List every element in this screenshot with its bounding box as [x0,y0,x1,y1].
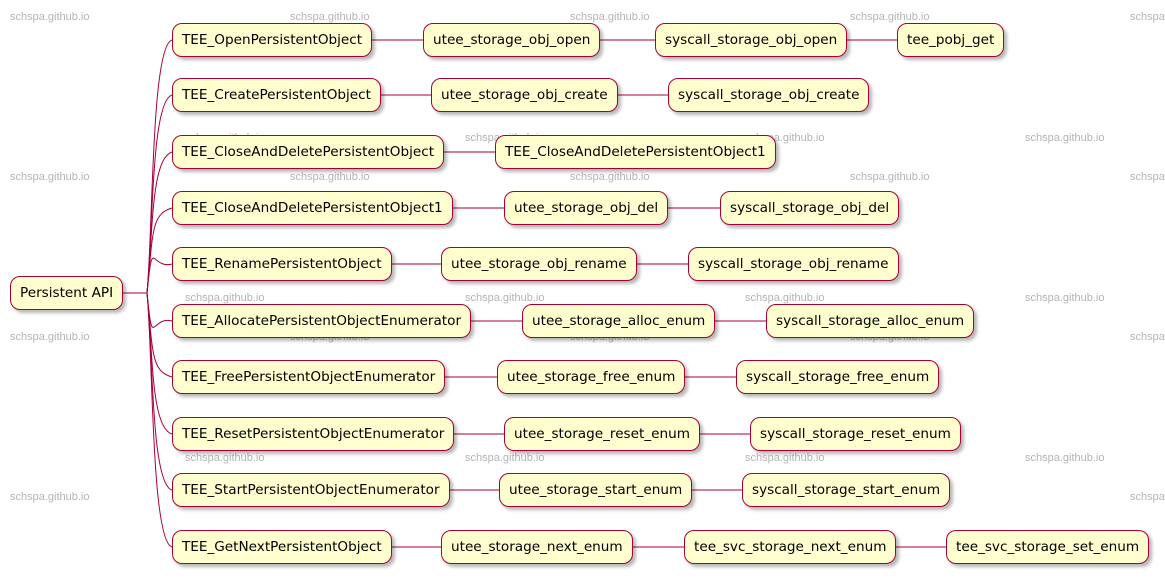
watermark-text: schspa.github.io [185,292,265,304]
watermark-text: schspa.github.io [1130,11,1165,23]
node-row6-level2: utee_storage_alloc_enum [522,304,716,338]
watermark-text: schspa.github.io [1025,132,1105,144]
watermark-text: schspa.github.io [1025,292,1105,304]
watermark-text: schspa.github.io [10,491,90,503]
node-row5-level1: TEE_RenamePersistentObject [172,247,392,281]
node-row7-level2: utee_storage_free_enum [497,360,686,394]
node-row3-level1: TEE_CloseAndDeletePersistentObject [172,135,445,169]
node-row10-level4: tee_svc_storage_set_enum [946,530,1150,564]
node-row2-level3: syscall_storage_obj_create [668,78,870,112]
watermark-text: schspa.github.io [10,171,90,183]
node-row6-level3: syscall_storage_alloc_enum [766,304,975,338]
node-row5-level3: syscall_storage_obj_rename [688,247,899,281]
node-row2-level2: utee_storage_obj_create [431,78,618,112]
node-row1-level4: tee_pobj_get [897,23,1005,57]
watermark-text: schspa.github.io [1025,452,1105,464]
watermark-text: schspa.github.io [850,171,930,183]
node-row1-level2: utee_storage_obj_open [423,23,601,57]
watermark-text: schspa.github.io [1130,331,1165,343]
node-row9-level1: TEE_StartPersistentObjectEnumerator [172,473,450,507]
node-row10-level1: TEE_GetNextPersistentObject [172,530,392,564]
watermark-text: schspa.github.io [745,292,825,304]
watermark-text: schspa.github.io [185,452,265,464]
node-row1-level1: TEE_OpenPersistentObject [172,23,373,57]
node-row3-level2: TEE_CloseAndDeletePersistentObject1 [495,135,776,169]
node-row7-level3: syscall_storage_free_enum [736,360,940,394]
watermark-text: schspa.github.io [570,171,650,183]
branch-connector-row6 [146,292,173,328]
watermark-text: schspa.github.io [1130,491,1165,503]
node-row10-level2: utee_storage_next_enum [441,530,633,564]
watermark-text: schspa.github.io [745,452,825,464]
node-row10-level3: tee_svc_storage_next_enum [684,530,897,564]
node-row7-level1: TEE_FreePersistentObjectEnumerator [172,360,446,394]
root-node: Persistent API [10,276,124,310]
node-row5-level2: utee_storage_obj_rename [441,247,637,281]
watermark-text: schspa.github.io [10,331,90,343]
branch-connector-row5 [146,257,173,294]
node-row8-level1: TEE_ResetPersistentObjectEnumerator [172,417,455,451]
node-row8-level2: utee_storage_reset_enum [504,417,700,451]
node-row4-level2: utee_storage_obj_del [504,191,669,225]
watermark-text: schspa.github.io [1130,171,1165,183]
watermark-text: schspa.github.io [465,452,545,464]
node-row4-level3: syscall_storage_obj_del [720,191,900,225]
branch-connector-row10 [146,292,173,548]
node-row6-level1: TEE_AllocatePersistentObjectEnumerator [172,304,472,338]
watermark-text: schspa.github.io [570,11,650,23]
node-row1-level3: syscall_storage_obj_open [655,23,848,57]
watermark-text: schspa.github.io [850,11,930,23]
node-row4-level1: TEE_CloseAndDeletePersistentObject1 [172,191,453,225]
watermark-text: schspa.github.io [290,171,370,183]
watermark-text: schspa.github.io [290,11,370,23]
node-row2-level1: TEE_CreatePersistentObject [172,78,381,112]
node-row9-level2: utee_storage_start_enum [499,473,693,507]
watermark-text: schspa.github.io [10,11,90,23]
watermark-text: schspa.github.io [465,292,545,304]
node-row9-level3: syscall_storage_start_enum [742,473,951,507]
node-row8-level3: syscall_storage_reset_enum [750,417,961,451]
